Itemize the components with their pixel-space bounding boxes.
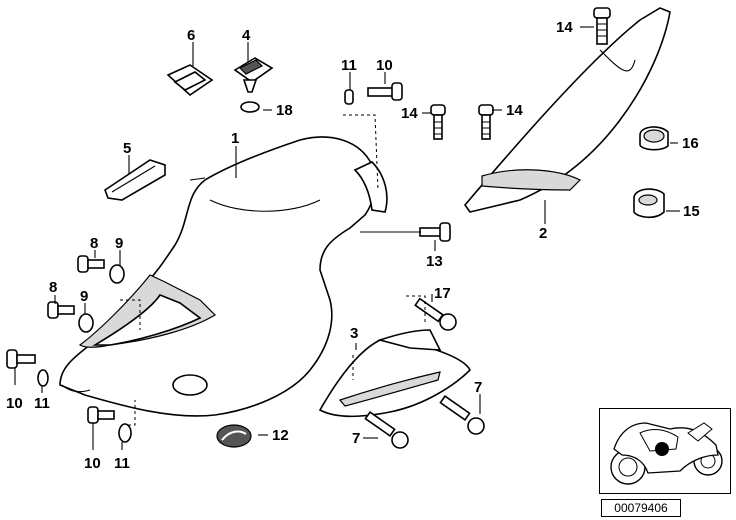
callout-4: 4 [242, 27, 251, 44]
callout-11-left: 11 [34, 395, 50, 412]
side-cover-part-2 [463, 7, 671, 213]
screw-part-10-left [6, 349, 36, 369]
callout-2: 2 [539, 225, 547, 242]
callout-11-top: 11 [341, 57, 357, 74]
bracket-part-5 [104, 159, 166, 201]
location-marker [655, 442, 669, 456]
washer-part-9-upper [109, 264, 125, 284]
washer-part-9-lower [78, 313, 94, 333]
screw-part-14-left [430, 104, 446, 140]
callout-3: 3 [350, 325, 358, 342]
clip-part-6 [166, 64, 214, 97]
screw-part-7-right [439, 395, 485, 435]
callout-14-left: 14 [401, 105, 418, 122]
callout-13: 13 [426, 253, 443, 270]
callout-10-left: 10 [6, 395, 23, 412]
callout-1: 1 [231, 130, 239, 147]
motorcycle-icon [610, 422, 723, 485]
callout-18: 18 [276, 102, 293, 119]
callout-16: 16 [682, 135, 699, 152]
screw-part-8-upper [77, 255, 105, 273]
screw-part-8-lower [47, 301, 75, 319]
callout-14-top: 14 [556, 19, 573, 36]
screw-part-13 [419, 222, 451, 242]
callout-9-upper: 9 [115, 235, 123, 252]
callout-10-top: 10 [376, 57, 393, 74]
callout-15: 15 [683, 203, 700, 220]
callout-7-bottom: 7 [352, 430, 360, 447]
callout-17: 17 [434, 285, 451, 302]
screw-part-17 [414, 297, 457, 331]
callout-8-lower: 8 [49, 279, 57, 296]
callout-5: 5 [123, 140, 131, 157]
bushing-part-16 [639, 126, 669, 151]
screw-part-14-top [593, 7, 611, 45]
rear-fairing-part-1 [59, 136, 388, 417]
callout-9-lower: 9 [80, 288, 88, 305]
grommet-part-12 [216, 424, 252, 448]
screw-part-14-mid [478, 104, 494, 140]
washer-part-11-top [344, 89, 354, 105]
clip-nut-part-4 [233, 57, 274, 93]
callout-7-right: 7 [474, 379, 482, 396]
callout-14-mid: 14 [506, 102, 523, 119]
washer-part-18 [240, 101, 260, 113]
callout-11-bottom: 11 [114, 455, 130, 472]
callout-8-upper: 8 [90, 235, 98, 252]
grommet-part-15 [633, 188, 665, 219]
screw-part-10-bottom [87, 406, 115, 424]
washer-part-11-bottom [118, 423, 132, 443]
callout-10-bottom: 10 [84, 455, 101, 472]
screw-part-7-bottom [364, 411, 409, 449]
reference-code: 00079406 [601, 499, 681, 517]
callout-6: 6 [187, 27, 195, 44]
washer-part-11-left [37, 369, 49, 387]
screw-part-10-top [367, 82, 403, 101]
callout-12: 12 [272, 427, 289, 444]
motorcycle-locator-inset [599, 408, 731, 494]
